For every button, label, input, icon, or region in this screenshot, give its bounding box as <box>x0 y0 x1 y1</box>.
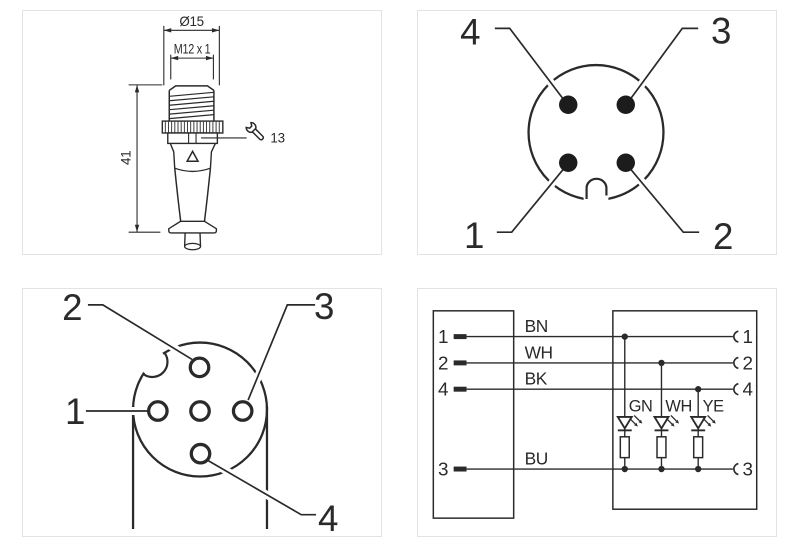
dim-arrow-down <box>134 224 140 233</box>
dim-arrow-right <box>211 28 220 33</box>
led-wh-icon <box>652 415 680 459</box>
connector-side-view-drawing: Ø15 M12 x 1 41 <box>119 14 285 251</box>
led-label-wh: WH <box>665 398 691 416</box>
wrench-size-label: 13 <box>270 130 284 145</box>
right-pin-3: 3 <box>743 458 753 479</box>
cable-stub <box>183 232 202 251</box>
connector-body-sides <box>131 406 269 530</box>
pin-3-contact <box>616 95 635 114</box>
pin-contacts <box>559 95 635 172</box>
keyway-notch <box>142 352 169 379</box>
flare-skirt <box>168 220 218 234</box>
thread-dim-label: M12 x 1 <box>174 42 211 57</box>
socket-1-hole <box>146 400 169 422</box>
dim-arrow-up <box>134 84 140 93</box>
knurled-nut <box>161 120 224 134</box>
wire-color-bk: BK <box>525 369 548 389</box>
resistor-icon <box>619 436 630 459</box>
diameter-dim-label: Ø15 <box>179 14 203 29</box>
pin-4-contact <box>559 95 578 114</box>
panel-side-view: Ø15 M12 x 1 41 <box>22 10 382 255</box>
notch-gap <box>583 184 609 202</box>
left-pin-terminals <box>453 334 467 472</box>
male-face-view-drawing: 4 3 1 2 <box>460 11 733 254</box>
led-gn-icon <box>616 415 643 459</box>
socket-contact-icons <box>733 330 739 476</box>
body-seam <box>174 167 211 173</box>
dimension-length: 41 <box>119 84 163 233</box>
wires <box>466 335 733 470</box>
socket-label-1: 1 <box>65 391 85 432</box>
pin-label-1: 1 <box>464 215 484 254</box>
socket-center-hole <box>189 400 211 422</box>
right-pin-1: 1 <box>743 326 753 347</box>
panel-male-face: 4 3 1 2 <box>417 10 777 255</box>
socket-label-2: 2 <box>62 289 82 328</box>
dim-arrow-right <box>205 55 214 61</box>
left-pin-4: 4 <box>438 379 448 400</box>
pin-label-3: 3 <box>711 11 731 52</box>
left-pin-3: 3 <box>438 458 448 479</box>
pin-1-contact <box>559 153 578 172</box>
socket-leader-lines <box>85 304 317 516</box>
socket-label-3: 3 <box>314 289 334 327</box>
dim-arrow-left <box>163 28 172 33</box>
right-pin-2: 2 <box>743 352 753 373</box>
socket-3-hole <box>231 400 254 422</box>
socket-holes <box>146 356 254 465</box>
panel-wiring: 1 2 4 3 BN WH BK BU 1 2 4 3 <box>417 288 777 537</box>
connector-neck <box>169 143 217 173</box>
dimension-diameter: Ø15 <box>163 14 220 86</box>
resistor-icon <box>656 436 667 459</box>
female-face-view-drawing: 2 3 1 4 <box>62 289 338 536</box>
pin-leader-lines <box>494 27 700 234</box>
pin-label-2: 2 <box>713 216 733 254</box>
socket-2-hole <box>188 356 211 379</box>
junction-dots <box>621 333 702 473</box>
dim-arrow-left <box>170 55 179 61</box>
keying-notch <box>585 177 608 199</box>
knurling <box>164 121 220 133</box>
wire-color-bn: BN <box>525 316 548 336</box>
socket-4-hole <box>189 442 212 465</box>
grip-body <box>173 168 212 222</box>
dimension-thread: M12 x 1 <box>170 42 214 80</box>
cable-end-box <box>432 310 515 519</box>
panel-female-face: 2 3 1 4 <box>22 288 382 537</box>
right-pin-4: 4 <box>743 379 753 400</box>
orientation-triangle-icon <box>185 149 200 163</box>
length-dim-label: 41 <box>119 151 134 165</box>
thread-section <box>168 85 215 122</box>
wire-color-wh: WH <box>525 342 553 362</box>
led-label-ye: YE <box>703 398 725 416</box>
connector-box <box>612 310 758 510</box>
wrench-icon <box>245 121 265 141</box>
left-pin-1: 1 <box>438 326 448 347</box>
pin-label-4: 4 <box>460 12 480 53</box>
wire-color-bu: BU <box>525 449 548 469</box>
connector-body-drawing <box>161 85 224 251</box>
keyway-gap <box>139 349 167 376</box>
led-ye-icon <box>689 415 716 459</box>
resistor-icon <box>692 436 704 459</box>
wiring-diagram-drawing: 1 2 4 3 BN WH BK BU 1 2 4 3 <box>432 310 758 519</box>
wrench-size-callout: 13 <box>201 121 285 145</box>
led-label-gn: GN <box>629 398 653 416</box>
left-pin-2: 2 <box>438 352 448 373</box>
socket-label-4: 4 <box>318 498 338 536</box>
pin-2-contact <box>616 153 635 172</box>
